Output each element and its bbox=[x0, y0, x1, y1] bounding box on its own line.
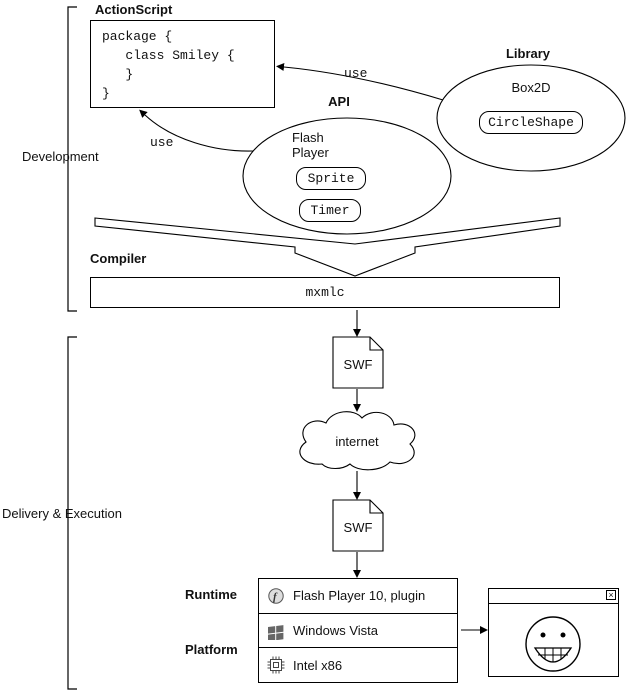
flash-player-icon: f bbox=[268, 588, 284, 604]
platform-os-label: Windows Vista bbox=[293, 623, 379, 638]
cpu-chip-icon bbox=[267, 656, 285, 674]
development-section-label: Development bbox=[22, 149, 99, 164]
internet-cloud bbox=[299, 411, 416, 471]
smiley-face bbox=[525, 616, 581, 672]
runtime-item-label: Flash Player 10, plugin bbox=[293, 588, 426, 604]
timer-pill: Timer bbox=[299, 199, 361, 222]
use-arrow-api-to-actionscript bbox=[139, 109, 254, 152]
platform-cpu-label: Intel x86 bbox=[293, 657, 343, 673]
smiley-teeth bbox=[538, 648, 568, 662]
flash-glyph: f bbox=[273, 591, 278, 603]
runtime-platform-stack: f Flash Player 10, plugin Windows Vista bbox=[258, 578, 458, 683]
box2d-label: Box2D bbox=[511, 80, 551, 95]
actionscript-code: package { class Smiley { } } bbox=[102, 29, 235, 101]
smiley-eye-right bbox=[560, 632, 566, 638]
swf-label-bottom: SWF bbox=[343, 520, 373, 535]
funnel-arrow bbox=[94, 217, 561, 277]
use-arrow-library-to-actionscript bbox=[276, 63, 444, 101]
swf-label-top: SWF bbox=[343, 357, 373, 372]
platform-row-cpu: Intel x86 bbox=[259, 647, 457, 682]
sprite-pill: Sprite bbox=[296, 167, 366, 190]
delivery-section-label: Delivery & Execution bbox=[2, 506, 122, 521]
platform-row-os: Windows Vista bbox=[259, 612, 457, 648]
mxmlc-box: mxmlc bbox=[90, 277, 560, 308]
delivery-bracket bbox=[67, 336, 77, 690]
actionscript-label: ActionScript bbox=[95, 2, 173, 17]
swf-file-icon-top bbox=[332, 336, 384, 389]
use-label-library: use bbox=[344, 66, 368, 81]
runtime-row: f Flash Player 10, plugin bbox=[259, 579, 457, 613]
runtime-label: Runtime bbox=[185, 587, 237, 602]
browser-window: × bbox=[488, 588, 619, 677]
development-bracket bbox=[67, 6, 77, 312]
platform-label: Platform bbox=[185, 642, 238, 657]
flash-player-label: Flash Player bbox=[292, 130, 329, 160]
library-label: Library bbox=[505, 46, 551, 61]
api-label: API bbox=[328, 94, 350, 109]
smiley-eye-left bbox=[540, 632, 546, 638]
window-titlebar: × bbox=[489, 589, 618, 604]
swf-file-icon-bottom bbox=[332, 499, 384, 552]
compiler-label: Compiler bbox=[90, 251, 147, 266]
close-icon: × bbox=[606, 590, 616, 600]
internet-label: internet bbox=[335, 434, 379, 449]
circleshape-pill: CircleShape bbox=[479, 111, 583, 134]
actionscript-code-box bbox=[90, 20, 275, 108]
use-label-api: use bbox=[150, 135, 174, 150]
windows-icon bbox=[268, 624, 284, 640]
